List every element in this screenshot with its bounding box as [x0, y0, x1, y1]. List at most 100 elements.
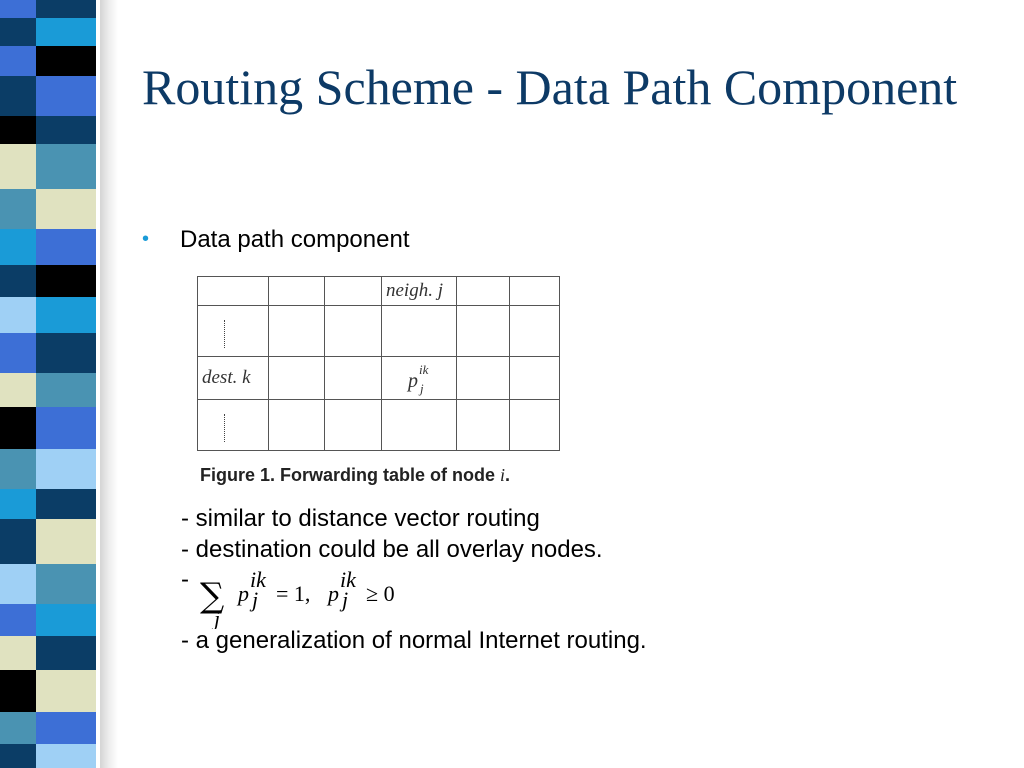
probability-cell: p ik j	[381, 356, 457, 400]
table-cell	[509, 305, 560, 357]
formula-sup-1: ik	[250, 569, 267, 592]
stripe-outer	[36, 297, 96, 333]
table-cell	[197, 399, 269, 451]
table-cell	[456, 305, 510, 357]
table-cell	[268, 305, 325, 357]
stripe-outer	[36, 564, 96, 604]
stripe-outer	[36, 373, 96, 407]
table-row	[197, 305, 560, 357]
stripe-inner	[0, 0, 36, 18]
stripe-inner	[0, 144, 36, 189]
stripe-outer	[36, 636, 96, 670]
formula-var-1: p	[236, 581, 249, 606]
bullet-text: Data path component	[180, 226, 410, 253]
stripe-inner	[0, 489, 36, 519]
stripe-outer	[36, 333, 96, 373]
side-strip	[0, 0, 100, 768]
stripe-inner	[0, 333, 36, 373]
formula-ge-zero: ≥ 0	[366, 581, 395, 606]
prob-superscript: ik	[419, 362, 429, 377]
formula-sup-2: ik	[340, 569, 357, 592]
table-cell	[324, 356, 382, 400]
stripe-outer	[36, 407, 96, 449]
stripe-outer	[36, 489, 96, 519]
decorative-stripes	[0, 0, 100, 768]
prob-var: p	[406, 370, 418, 392]
stripe-inner	[0, 564, 36, 604]
formula-sub-1: j	[249, 587, 258, 612]
formula-var-2: p	[326, 581, 339, 606]
sum-icon: ∑	[200, 576, 224, 616]
table-cell	[197, 305, 269, 357]
table-cell	[268, 399, 325, 451]
sub-point-4: - a generalization of normal Internet ro…	[181, 627, 647, 654]
table-cell	[381, 305, 457, 357]
table-cell	[456, 276, 510, 306]
stripe-inner	[0, 407, 36, 449]
table-cell	[381, 399, 457, 451]
stripe-inner	[0, 297, 36, 333]
stripe-inner	[0, 189, 36, 229]
vertical-ellipsis-icon	[224, 320, 225, 348]
vertical-ellipsis-icon	[224, 414, 225, 442]
table-cell	[324, 276, 382, 306]
probability-symbol: p ik j	[406, 362, 429, 396]
stripe-inner	[0, 265, 36, 297]
stripe-outer	[36, 604, 96, 636]
stripe-inner	[0, 712, 36, 744]
table-cell	[509, 399, 560, 451]
sum-formula: ∑ j p ik j = 1, p ik j ≥ 0	[200, 569, 395, 629]
stripe-outer	[36, 116, 96, 144]
stripe-inner	[0, 519, 36, 564]
stripe-outer	[36, 229, 96, 265]
slide-title: Routing Scheme - Data Path Component	[142, 59, 958, 115]
stripe-outer	[36, 76, 96, 116]
stripe-inner	[0, 744, 36, 768]
stripe-outer	[36, 189, 96, 229]
stripe-inner	[0, 46, 36, 76]
stripe-outer	[36, 519, 96, 564]
table-cell	[268, 356, 325, 400]
sub-point-2: - destination could be all overlay nodes…	[181, 536, 603, 563]
forwarding-table: neigh. j dest. k p ik j	[197, 276, 560, 451]
stripe-inner	[0, 116, 36, 144]
stripe-inner	[0, 18, 36, 46]
stripe-inner	[0, 449, 36, 489]
sub-point-3-dash: -	[181, 566, 189, 593]
stripe-outer	[36, 670, 96, 712]
table-cell	[456, 356, 510, 400]
table-cell	[324, 305, 382, 357]
neighbor-label: neigh. j	[386, 280, 443, 301]
table-cell	[509, 276, 560, 306]
table-cell	[509, 356, 560, 400]
prob-subscript: j	[418, 381, 424, 396]
formula-eq-one: = 1,	[276, 581, 310, 606]
table-row: dest. k p ik j	[197, 356, 560, 400]
table-cell	[456, 399, 510, 451]
stripe-outer	[36, 449, 96, 489]
stripe-inner	[0, 636, 36, 670]
table-cell	[268, 276, 325, 306]
destination-label: dest. k	[202, 367, 251, 388]
sum-index: j	[211, 606, 220, 629]
stripe-outer	[36, 144, 96, 189]
formula-sub-2: j	[339, 587, 348, 612]
caption-end: .	[505, 465, 511, 485]
sub-point-1: - similar to distance vector routing	[181, 505, 540, 532]
stripe-inner	[0, 604, 36, 636]
caption-text: Figure 1. Forwarding table of node	[200, 465, 501, 485]
stripe-outer	[36, 712, 96, 744]
row-label-cell: dest. k	[197, 356, 269, 400]
stripe-inner	[0, 76, 36, 116]
table-cell	[324, 399, 382, 451]
stripe-outer	[36, 46, 96, 76]
stripe-inner	[0, 670, 36, 712]
header-cell-neighbor: neigh. j	[381, 276, 457, 306]
table-cell	[197, 276, 269, 306]
bullet-dot-icon: •	[142, 228, 150, 250]
stripe-outer	[36, 18, 96, 46]
stripe-outer	[36, 0, 96, 18]
side-strip-shadow	[96, 0, 118, 768]
stripe-outer	[36, 744, 96, 768]
caption-node: i	[500, 465, 506, 485]
